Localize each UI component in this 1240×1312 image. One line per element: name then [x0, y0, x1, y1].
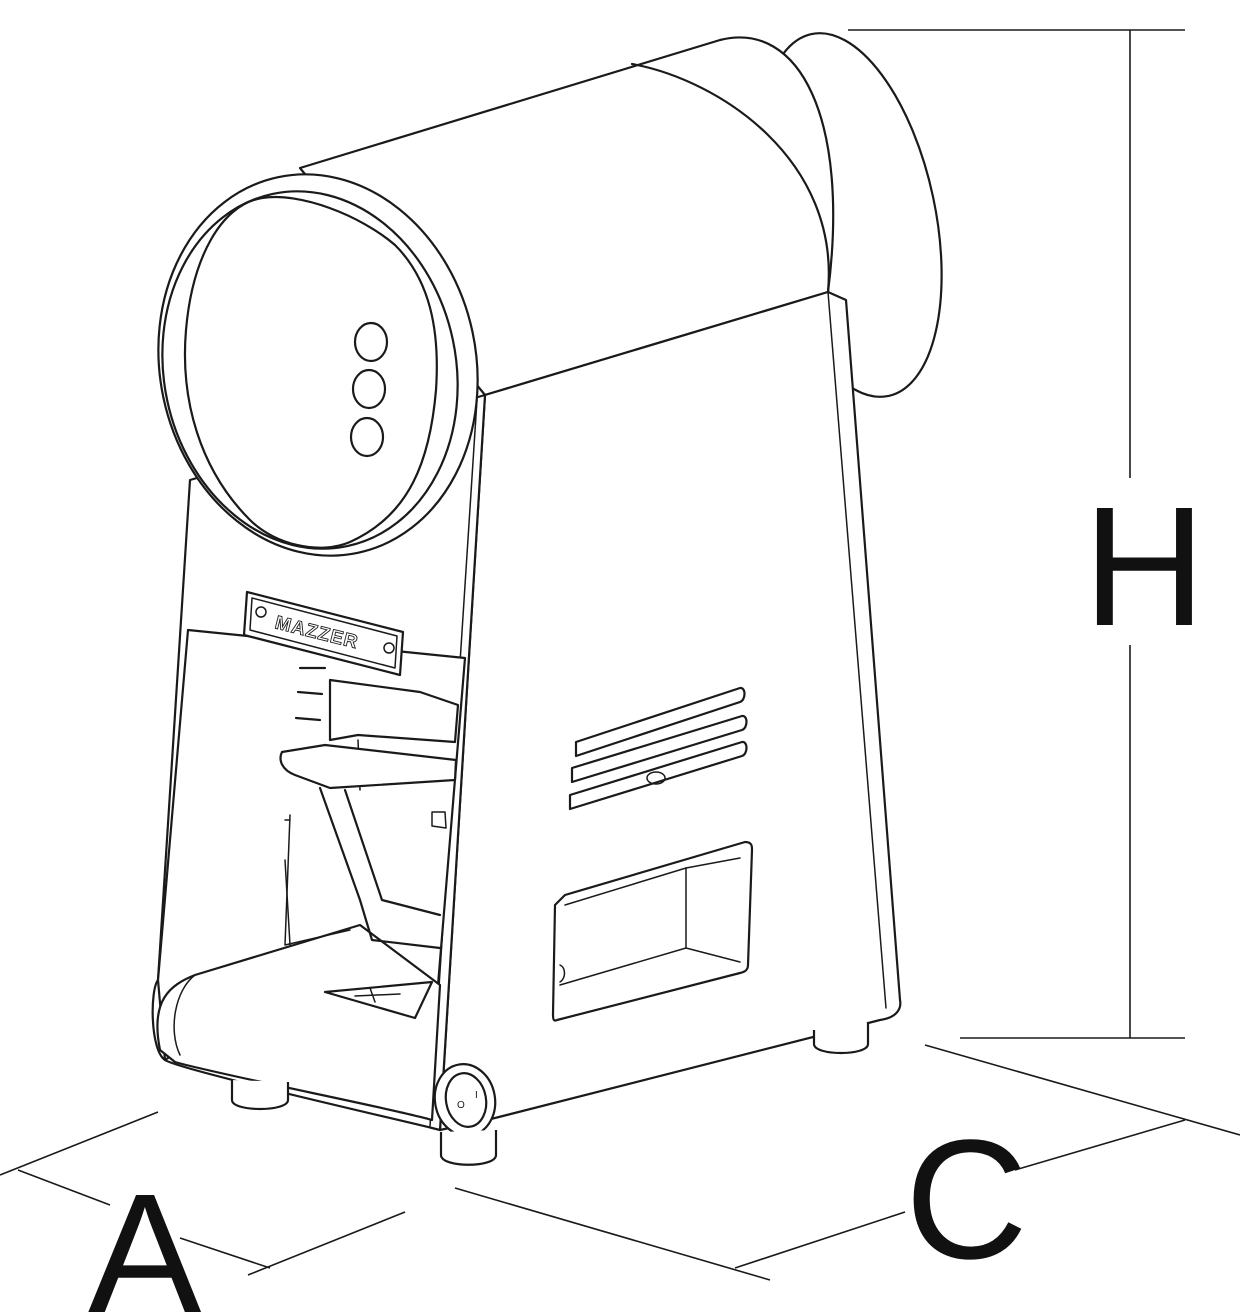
depth-dimension-label: C — [905, 1105, 1028, 1295]
switch-on-symbol: I — [475, 1090, 478, 1101]
dose-button-2[interactable] — [351, 368, 387, 410]
vent-slots — [568, 686, 748, 811]
width-dimension-label: A — [88, 1159, 202, 1312]
dimension-lines — [0, 29, 1240, 1281]
dose-button-3[interactable] — [349, 416, 385, 458]
height-dimension-label: H — [1083, 472, 1206, 662]
feet — [230, 1022, 870, 1166]
dose-button-1[interactable] — [353, 321, 389, 363]
front-face — [157, 173, 479, 557]
power-switch[interactable]: O I — [429, 1059, 501, 1140]
portafilter-fork — [279, 666, 460, 1020]
side-access-window — [551, 840, 754, 1022]
switch-off-symbol: O — [457, 1100, 465, 1111]
brand-plate: MAZZER — [242, 590, 405, 677]
